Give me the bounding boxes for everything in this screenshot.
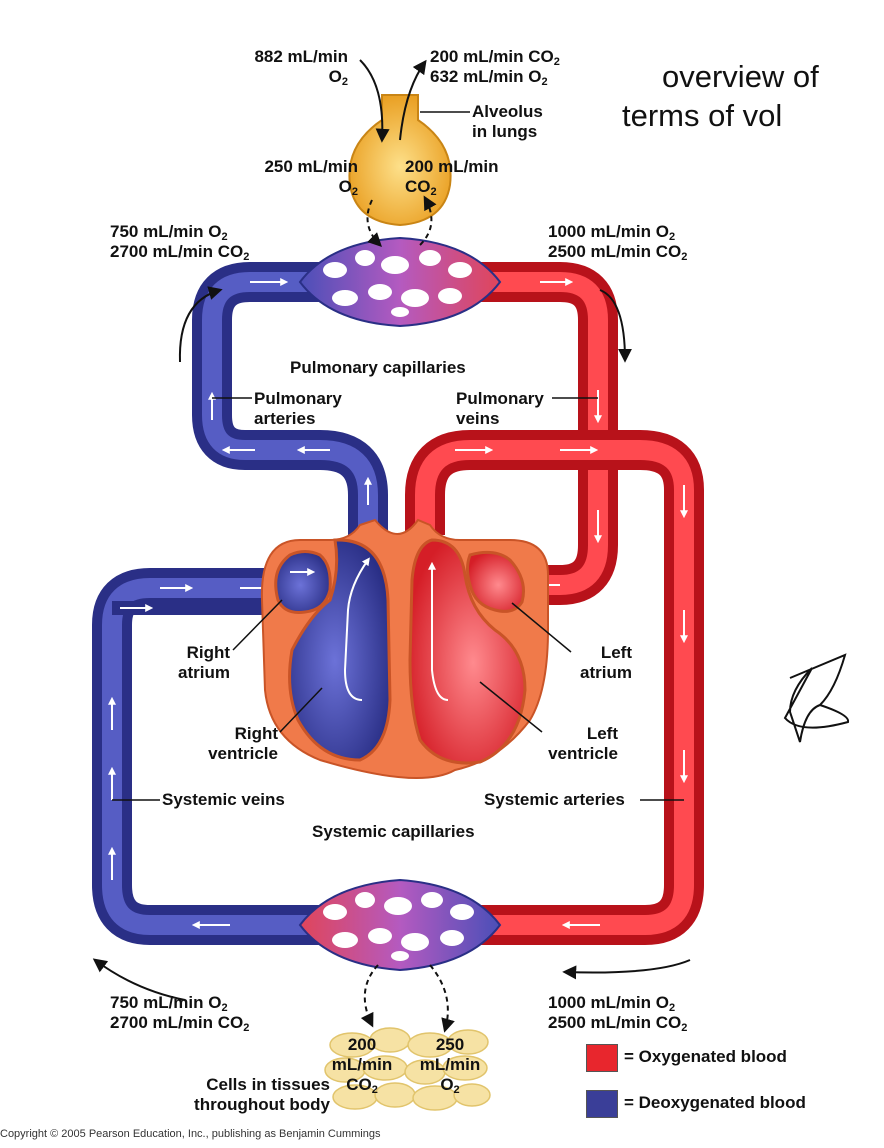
systemic-arteries-label: Systemic arteries	[484, 790, 625, 809]
deoxygenated-vessels	[92, 262, 388, 945]
systemic-capillaries-label: Systemic capillaries	[312, 822, 475, 841]
pulmonary-vein-gas-label: 1000 mL/min O2 2500 mL/min CO2	[548, 222, 688, 263]
legend-label-deoxygenated: = Deoxygenated blood	[624, 1093, 806, 1112]
left-ventricle-label: Left ventricle	[548, 724, 618, 763]
right-ventricle-label: Right ventricle	[208, 724, 278, 763]
copyright-text: Copyright © 2005 Pearson Education, Inc.…	[0, 1128, 381, 1140]
systemic-veins-label: Systemic veins	[162, 790, 285, 809]
alveolus-label: Alveolus in lungs	[472, 102, 543, 141]
pulmonary-capillary-bed	[298, 236, 502, 328]
external-arrows	[92, 59, 691, 1001]
heart	[260, 518, 549, 779]
alveolus-co2-label: 200 mL/min CO2	[405, 157, 499, 198]
pulmonary-artery-gas-label: 750 mL/min O2 2700 mL/min CO2	[110, 222, 250, 263]
alveolus	[348, 94, 452, 227]
signature-scribble	[783, 653, 850, 743]
title-line-2: terms of vol	[622, 98, 783, 133]
right-atrium-label: Right atrium	[178, 643, 230, 682]
legend-swatch-deoxygenated	[586, 1090, 618, 1118]
tissue-cells	[324, 1027, 491, 1111]
left-atrium-label: Left atrium	[580, 643, 632, 682]
systemic-vein-gas-label: 750 mL/min O2 2700 mL/min CO2	[110, 993, 250, 1034]
title-line-1: overview of	[662, 59, 819, 94]
cells-label: Cells in tissues throughout body	[194, 1075, 330, 1114]
gas-exchange-arrows	[360, 195, 455, 1033]
lung-exhale-label: 200 mL/min CO2 632 mL/min O2	[430, 47, 560, 88]
pulmonary-veins-label: Pulmonary veins	[456, 389, 544, 428]
oxygenated-vessels	[405, 262, 704, 945]
pulmonary-capillaries-label: Pulmonary capillaries	[290, 358, 466, 377]
pulmonary-arteries-label: Pulmonary arteries	[254, 389, 342, 428]
systemic-capillary-bed	[298, 878, 502, 972]
alveolus-o2-label: 250 mL/min O2	[264, 157, 358, 198]
systemic-artery-gas-label: 1000 mL/min O2 2500 mL/min CO2	[548, 993, 688, 1034]
legend-label-oxygenated: = Oxygenated blood	[624, 1047, 787, 1066]
tissue-co2-label: 200 mL/min CO2	[331, 1035, 393, 1096]
legend-swatch-oxygenated	[586, 1044, 618, 1072]
tissue-o2-label: 250 mL/min O2	[419, 1035, 481, 1096]
lung-intake-label: 882 mL/min O2	[254, 47, 348, 88]
leader-lines	[112, 111, 684, 801]
